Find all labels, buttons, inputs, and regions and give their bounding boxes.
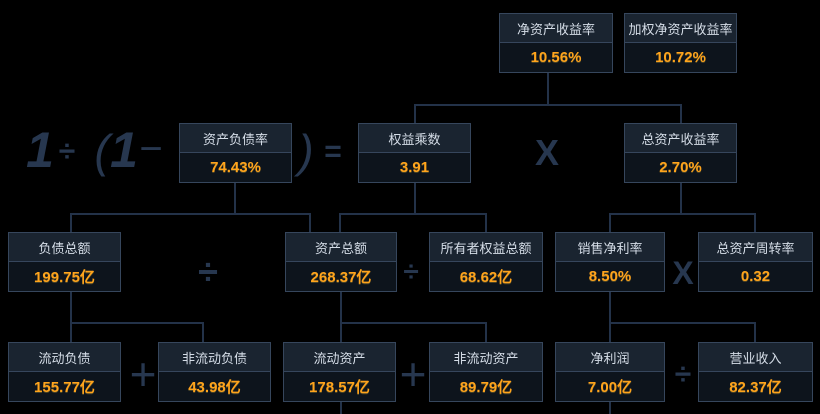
node-total-assets[interactable]: 资产总额 268.37亿 (285, 232, 397, 292)
node-value: 8.50% (588, 268, 632, 285)
node-label: 净利润 (556, 343, 664, 372)
formula-minus-icon: − (139, 127, 163, 171)
node-owners-equity[interactable]: 所有者权益总额 68.62亿 (429, 232, 543, 292)
node-value: 7.00亿 (587, 379, 633, 396)
multiply-icon-row2: X (534, 132, 560, 173)
node-weighted-roe[interactable]: 加权净资产收益率 10.72% (624, 13, 737, 73)
node-label: 流动负债 (9, 343, 120, 372)
node-net-profit[interactable]: 净利润 7.00亿 (555, 342, 665, 402)
connector-line (70, 213, 72, 232)
connector-line (340, 291, 342, 342)
node-asset-turnover[interactable]: 总资产周转率 0.32 (698, 232, 813, 292)
connector-line (547, 72, 549, 105)
plus-icon-liabilities: + (129, 348, 157, 400)
node-total-liabilities[interactable]: 负债总额 199.75亿 (8, 232, 121, 292)
formula-open-paren: ( (94, 125, 110, 177)
node-value: 268.37亿 (310, 269, 372, 286)
connector-line (340, 401, 342, 414)
formula-one-1: 1 (26, 122, 54, 178)
node-label: 权益乘数 (359, 124, 470, 153)
node-value: 89.79亿 (459, 379, 513, 396)
connector-line (414, 104, 416, 123)
connector-line (754, 213, 756, 232)
connector-line (414, 104, 682, 106)
node-non-current-liabilities[interactable]: 非流动负债 43.98亿 (158, 342, 271, 402)
node-current-liabilities[interactable]: 流动负债 155.77亿 (8, 342, 121, 402)
node-label: 非流动负债 (159, 343, 270, 372)
connector-line (339, 213, 341, 232)
connector-line (680, 182, 682, 214)
node-label: 所有者权益总额 (430, 233, 542, 262)
node-label: 营业收入 (699, 343, 812, 372)
connector-line (414, 182, 416, 214)
connector-line (309, 213, 311, 232)
node-value: 43.98亿 (188, 379, 241, 396)
connector-line (754, 322, 756, 342)
formula-equals-icon: = (324, 135, 342, 168)
connector-line (609, 401, 611, 414)
node-current-assets[interactable]: 流动资产 178.57亿 (283, 342, 396, 402)
node-value: 0.32 (740, 268, 771, 285)
node-value: 68.62亿 (459, 269, 513, 286)
connector-line (485, 213, 487, 232)
node-non-current-assets[interactable]: 非流动资产 89.79亿 (429, 342, 543, 402)
node-label: 销售净利率 (556, 233, 664, 262)
node-value: 10.56% (530, 49, 582, 66)
connector-line (202, 322, 204, 342)
node-roe[interactable]: 净资产收益率 10.56% (499, 13, 613, 73)
connector-line (340, 322, 487, 324)
node-label: 负债总额 (9, 233, 120, 262)
multiply-icon-row3: X (672, 255, 694, 291)
node-net-profit-margin[interactable]: 销售净利率 8.50% (555, 232, 665, 292)
node-label: 总资产周转率 (699, 233, 812, 262)
connector-line (680, 104, 682, 123)
node-value: 10.72% (655, 49, 706, 66)
node-label: 非流动资产 (430, 343, 542, 372)
formula-divide-icon: ÷ (58, 135, 76, 168)
plus-icon-assets: + (399, 348, 427, 400)
node-label: 净资产收益率 (500, 14, 612, 43)
node-label: 资产总额 (286, 233, 396, 262)
connector-line (609, 213, 611, 232)
node-label: 流动资产 (284, 343, 395, 372)
connector-line (70, 322, 204, 324)
node-value: 2.70% (659, 159, 702, 176)
connector-line (609, 213, 756, 215)
node-label: 总资产收益率 (625, 124, 736, 153)
node-equity-multiplier[interactable]: 权益乘数 3.91 (358, 123, 471, 183)
divide-icon-profit-revenue: ÷ (674, 358, 692, 391)
node-debt-to-asset-ratio[interactable]: 资产负债率 74.43% (179, 123, 292, 183)
connector-line (609, 291, 611, 342)
node-value: 178.57亿 (309, 379, 370, 396)
connector-line (339, 213, 487, 215)
formula-one-2: 1 (110, 122, 138, 178)
divide-icon-assets-equity: ÷ (403, 256, 419, 287)
node-value: 199.75亿 (34, 269, 95, 286)
divide-icon-liabilities-assets: ÷ (198, 251, 218, 292)
node-operating-revenue[interactable]: 营业收入 82.37亿 (698, 342, 813, 402)
node-value: 82.37亿 (729, 379, 782, 396)
connector-line (70, 291, 72, 342)
connector-line (485, 322, 487, 342)
node-label: 加权净资产收益率 (625, 14, 736, 43)
node-return-on-assets[interactable]: 总资产收益率 2.70% (624, 123, 737, 183)
node-value: 3.91 (399, 159, 430, 176)
connector-line (70, 213, 311, 215)
connector-line (234, 182, 236, 214)
node-label: 资产负债率 (180, 124, 291, 153)
node-value: 155.77亿 (34, 379, 95, 396)
connector-line (609, 322, 756, 324)
formula-close-paren: ) (298, 125, 314, 177)
node-value: 74.43% (210, 159, 261, 176)
